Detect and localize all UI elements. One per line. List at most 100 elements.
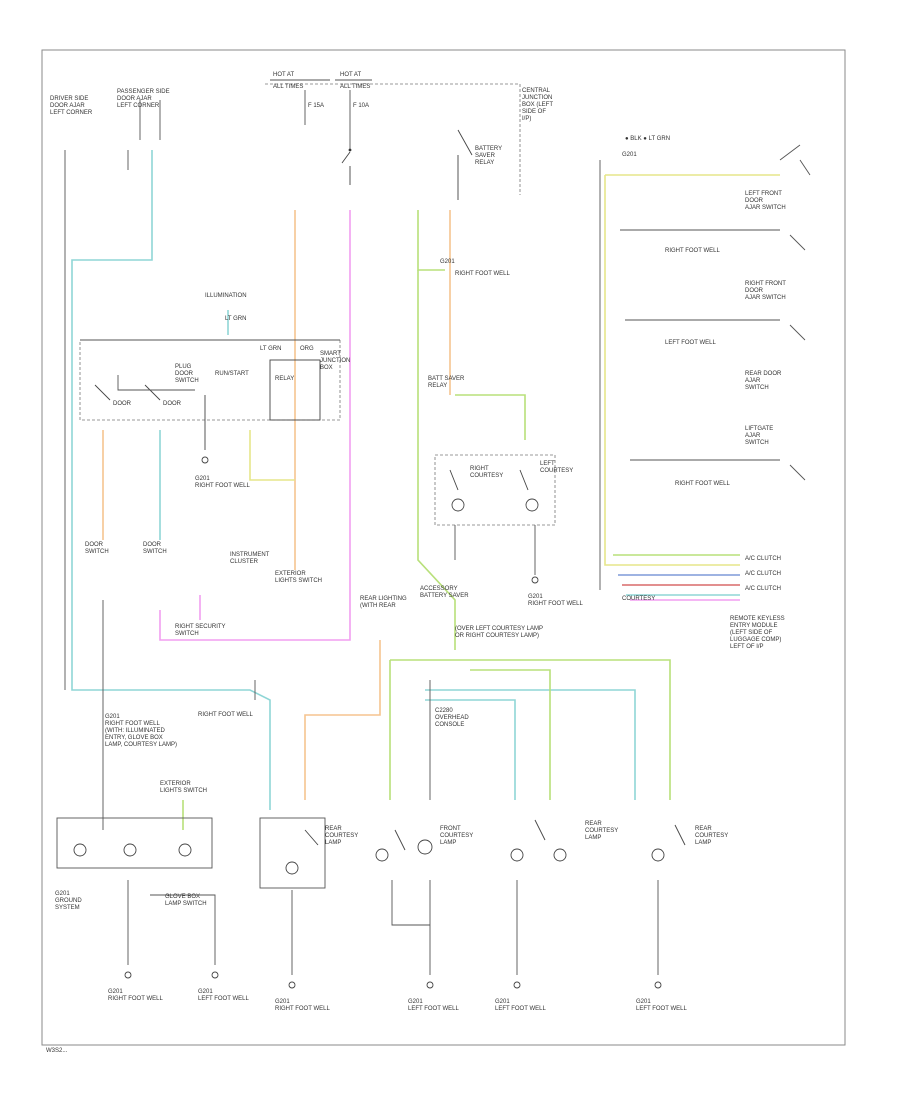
svg-text:COURTESY: COURTESY <box>622 596 655 602</box>
svg-text:SWITCH: SWITCH <box>143 549 167 555</box>
svg-text:LUGGAGE COMP): LUGGAGE COMP) <box>730 637 781 643</box>
diagram-frame <box>41 49 846 1046</box>
svg-text:BOX (LEFT: BOX (LEFT <box>522 102 553 108</box>
svg-text:OVERHEAD: OVERHEAD <box>435 715 469 721</box>
svg-text:COURTESY: COURTESY <box>325 833 358 839</box>
svg-text:G201: G201 <box>195 476 210 482</box>
svg-text:ALL TIMES: ALL TIMES <box>340 84 370 90</box>
svg-text:RIGHT FOOT WELL: RIGHT FOOT WELL <box>275 1006 330 1012</box>
svg-text:RIGHT FRONT: RIGHT FRONT <box>745 281 786 287</box>
svg-text:DOOR: DOOR <box>745 198 764 204</box>
svg-text:INSTRUMENT: INSTRUMENT <box>230 552 270 558</box>
left-labels: DRIVER SIDE DOOR AJAR LEFT CORNER PASSEN… <box>50 89 322 748</box>
svg-text:COURTESY: COURTESY <box>440 833 473 839</box>
svg-text:COURTESY: COURTESY <box>540 468 573 474</box>
svg-text:G201: G201 <box>108 989 123 995</box>
svg-text:PASSENGER SIDE: PASSENGER SIDE <box>117 89 170 95</box>
svg-text:JUNCTION: JUNCTION <box>522 95 552 101</box>
svg-text:A/C CLUTCH: A/C CLUTCH <box>745 586 781 592</box>
svg-text:RELAY: RELAY <box>275 376 294 382</box>
svg-text:REMOTE KEYLESS: REMOTE KEYLESS <box>730 616 785 622</box>
svg-text:F 10A: F 10A <box>353 103 369 109</box>
svg-text:(LEFT SIDE OF: (LEFT SIDE OF <box>730 630 773 636</box>
svg-text:AJAR SWITCH: AJAR SWITCH <box>745 205 786 211</box>
svg-text:DOOR: DOOR <box>143 542 162 548</box>
svg-text:REAR LIGHTING: REAR LIGHTING <box>360 596 407 602</box>
svg-text:SWITCH: SWITCH <box>175 631 199 637</box>
svg-text:RUN/START: RUN/START <box>215 371 249 377</box>
svg-text:SYSTEM: SYSTEM <box>55 905 80 911</box>
cyan-wire <box>71 150 271 810</box>
svg-text:LAMP, COURTESY LAMP): LAMP, COURTESY LAMP) <box>105 742 177 748</box>
svg-text:GROUND: GROUND <box>55 898 82 904</box>
svg-text:DOOR AJAR: DOOR AJAR <box>50 103 85 109</box>
right-column-labels: ● BLK ● LT GRN G201 LEFT FRONT DOOR AJAR… <box>622 136 786 650</box>
svg-text:LEFT FOOT WELL: LEFT FOOT WELL <box>198 996 249 1002</box>
svg-text:BATTERY SAVER: BATTERY SAVER <box>420 593 469 599</box>
svg-text:F 15A: F 15A <box>308 103 324 109</box>
svg-text:LEFT CORNER: LEFT CORNER <box>117 103 160 109</box>
svg-text:SWITCH: SWITCH <box>745 385 769 391</box>
svg-text:CONSOLE: CONSOLE <box>435 722 464 728</box>
svg-text:SIDE OF: SIDE OF <box>522 109 546 115</box>
svg-text:LAMP: LAMP <box>585 835 601 841</box>
svg-text:ORG: ORG <box>300 346 314 352</box>
svg-text:LEFT OF I/P: LEFT OF I/P <box>730 644 764 650</box>
svg-text:LEFT CORNER: LEFT CORNER <box>50 110 93 116</box>
svg-text:AJAR: AJAR <box>745 378 761 384</box>
svg-text:G201: G201 <box>198 989 213 995</box>
svg-text:I/P): I/P) <box>522 116 531 122</box>
svg-text:LIFTGATE: LIFTGATE <box>745 426 773 432</box>
svg-text:LEFT: LEFT <box>540 461 555 467</box>
svg-text:G201: G201 <box>105 714 120 720</box>
svg-text:DOOR: DOOR <box>745 288 764 294</box>
svg-text:RIGHT FOOT WELL: RIGHT FOOT WELL <box>105 721 160 727</box>
svg-text:LAMP SWITCH: LAMP SWITCH <box>165 901 207 907</box>
svg-text:COURTESY: COURTESY <box>585 828 618 834</box>
svg-text:RIGHT FOOT WELL: RIGHT FOOT WELL <box>195 483 250 489</box>
svg-text:LEFT FOOT WELL: LEFT FOOT WELL <box>665 340 716 346</box>
svg-text:REAR: REAR <box>585 821 602 827</box>
svg-text:RELAY: RELAY <box>475 160 494 166</box>
svg-text:G201: G201 <box>622 152 637 158</box>
svg-text:AJAR SWITCH: AJAR SWITCH <box>745 295 786 301</box>
svg-text:G201: G201 <box>408 999 423 1005</box>
svg-text:G201: G201 <box>55 891 70 897</box>
svg-text:LAMP: LAMP <box>325 840 341 846</box>
svg-text:RIGHT SECURITY: RIGHT SECURITY <box>175 624 226 630</box>
svg-text:A/C CLUTCH: A/C CLUTCH <box>745 571 781 577</box>
svg-text:RIGHT FOOT WELL: RIGHT FOOT WELL <box>528 601 583 607</box>
svg-text:RIGHT FOOT WELL: RIGHT FOOT WELL <box>665 248 720 254</box>
svg-text:CENTRAL: CENTRAL <box>522 88 551 94</box>
svg-text:JUNCTION: JUNCTION <box>320 358 350 364</box>
svg-text:LEFT FOOT WELL: LEFT FOOT WELL <box>408 1006 459 1012</box>
smart-junction-box-outline <box>79 339 341 421</box>
svg-text:DRIVER SIDE: DRIVER SIDE <box>50 96 88 102</box>
svg-text:LAMP: LAMP <box>695 840 711 846</box>
svg-text:ALL TIMES: ALL TIMES <box>273 84 303 90</box>
svg-text:COURTESY: COURTESY <box>695 833 728 839</box>
svg-text:BATT SAVER: BATT SAVER <box>428 376 465 382</box>
pink-wire <box>159 210 351 641</box>
svg-text:G201: G201 <box>275 999 290 1005</box>
svg-text:SWITCH: SWITCH <box>85 549 109 555</box>
diagram-code: W3S2... <box>46 1048 68 1054</box>
svg-text:RIGHT FOOT WELL: RIGHT FOOT WELL <box>198 712 253 718</box>
svg-text:G201: G201 <box>636 999 651 1005</box>
svg-text:BATTERY: BATTERY <box>475 146 502 152</box>
svg-text:RIGHT FOOT WELL: RIGHT FOOT WELL <box>675 481 730 487</box>
svg-text:REAR: REAR <box>325 826 342 832</box>
svg-text:LT GRN: LT GRN <box>225 316 246 322</box>
svg-text:HOT AT: HOT AT <box>340 72 361 78</box>
svg-text:ENTRY, GLOVE BOX: ENTRY, GLOVE BOX <box>105 735 163 741</box>
svg-text:AJAR: AJAR <box>745 433 761 439</box>
svg-text:C2280: C2280 <box>435 708 453 714</box>
svg-text:A/C CLUTCH: A/C CLUTCH <box>745 556 781 562</box>
svg-text:REAR: REAR <box>695 826 712 832</box>
svg-text:RIGHT FOOT WELL: RIGHT FOOT WELL <box>455 271 510 277</box>
svg-text:SMART: SMART <box>320 351 341 357</box>
svg-text:OR RIGHT COURTESY LAMP): OR RIGHT COURTESY LAMP) <box>455 633 539 639</box>
svg-text:ENTRY MODULE: ENTRY MODULE <box>730 623 777 629</box>
yellow-wire <box>249 430 295 481</box>
bottom-lamp-row: G201 GROUND SYSTEM EXTERIOR LIGHTS SWITC… <box>55 781 728 1012</box>
